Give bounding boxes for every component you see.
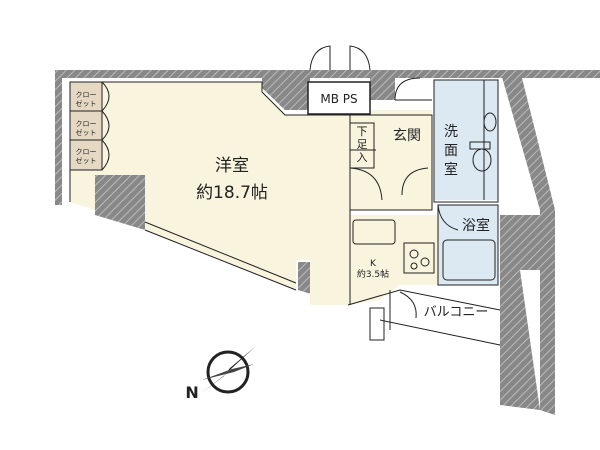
mbps-unit [307,45,371,115]
kitchen-area: 約3.5帖 [357,268,389,280]
north-arrow: N [185,346,256,402]
compass-ring-icon [206,350,250,394]
living-room-floor [70,82,350,305]
bath-floor [438,205,498,285]
mbps-label: MB PS [320,92,357,106]
closet-label-2-line2: ゼット [76,128,97,137]
closet-area [70,82,102,170]
living-room-name: 洋室 [215,156,249,176]
shoe-storage-char-2: 足 [357,138,368,151]
bath-label: 浴室 [462,217,490,234]
shoe-storage-char-1: 下 [357,125,368,138]
washroom-char-2: 面 [444,143,458,159]
structural-walls [55,70,600,415]
kitchen-floor [348,215,438,305]
interior-lines [69,77,501,346]
closet-label-3-line2: ゼット [76,156,97,165]
closet-label-1-line1: クロー [76,91,97,99]
entrance-label: 玄関 [393,127,421,144]
closet-label-3-line1: クロー [76,148,97,156]
floor-areas [70,80,498,305]
closet-label-1-line2: ゼット [76,99,97,108]
shoe-storage-char-3: 入 [357,151,368,164]
room-labels: クロー ゼット クロー ゼット クロー ゼット 洋室 約18.7帖 MB PS … [76,91,491,320]
north-label: N [185,383,198,402]
compass-needle-icon [200,346,256,394]
kitchen-name: K [370,259,377,269]
closet-label-2-line1: クロー [76,120,97,128]
washroom-char-1: 洗 [444,124,458,140]
washroom-char-3: 室 [444,161,458,178]
entrance-floor [350,110,432,210]
living-room-area: 約18.7帖 [196,183,268,203]
balcony-label: バルコニー [424,305,489,320]
washroom-floor [434,80,498,200]
